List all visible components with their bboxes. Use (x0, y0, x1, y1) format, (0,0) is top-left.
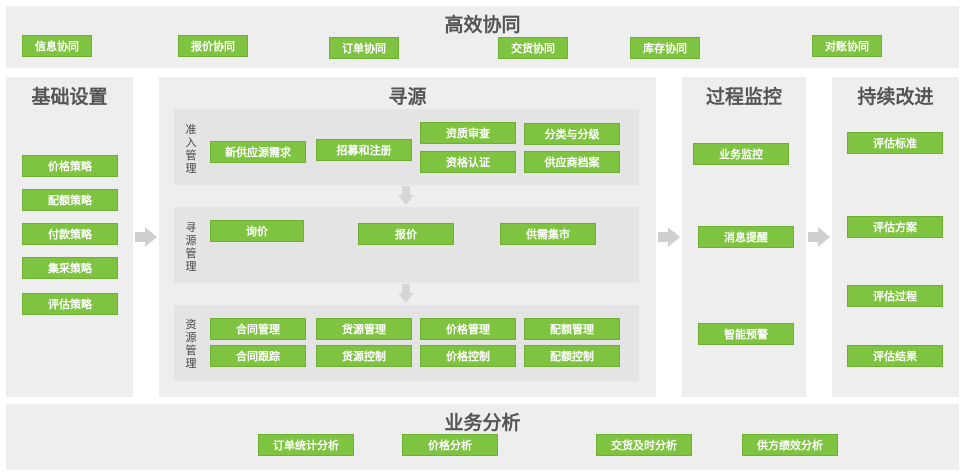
qualification-review-button[interactable]: 资质审查 (420, 122, 516, 144)
qualification-certification-button[interactable]: 资格认证 (420, 151, 516, 173)
inventory-collaboration-button[interactable]: 库存协同 (630, 37, 700, 59)
price-management-button[interactable]: 价格管理 (420, 318, 516, 340)
quota-strategy-button[interactable]: 配额策略 (22, 189, 118, 211)
evaluation-plan-button[interactable]: 评估方案 (847, 216, 943, 238)
supplier-performance-button[interactable]: 供方绩效分析 (742, 434, 838, 456)
contract-tracking-button[interactable]: 合同跟踪 (210, 345, 306, 367)
evaluation-standard-button[interactable]: 评估标准 (847, 132, 943, 154)
message-reminder-button[interactable]: 消息提醒 (698, 226, 794, 248)
flow-arrow-shaft (658, 232, 668, 242)
new-supply-demand-button[interactable]: 新供应源需求 (210, 141, 306, 163)
price-control-button[interactable]: 价格控制 (420, 345, 516, 367)
resource-management-section: 资源管理 合同管理 货源管理 价格管理 配额管理 合同跟踪 货源控制 价格控制 … (174, 305, 639, 381)
collaboration-panel: 高效协同 信息协同 报价协同 订单协同 交货协同 库存协同 对账协同 (6, 6, 959, 68)
contract-management-button[interactable]: 合同管理 (210, 318, 306, 340)
flow-arrow-down-icon (398, 293, 414, 303)
quota-management-button[interactable]: 配额管理 (524, 318, 620, 340)
continuous-improvement-panel: 持续改进 评估标准 评估方案 评估过程 评估结果 (832, 77, 959, 397)
business-monitor-button[interactable]: 业务监控 (693, 143, 789, 165)
flow-arrow-shaft (402, 284, 410, 293)
basic-settings-title: 基础设置 (31, 86, 108, 108)
classification-grading-button[interactable]: 分类与分级 (524, 123, 620, 145)
flow-arrow-shaft (402, 186, 410, 195)
evaluation-process-button[interactable]: 评估过程 (847, 285, 943, 307)
inquiry-button[interactable]: 询价 (210, 220, 304, 242)
process-monitor-title: 过程监控 (705, 86, 782, 108)
delivery-timeliness-button[interactable]: 交货及时分析 (596, 434, 692, 456)
collaboration-title: 高效协同 (444, 14, 521, 36)
sourcing-management-label: 寻源管理 (185, 221, 197, 273)
order-collaboration-button[interactable]: 订单协同 (329, 37, 399, 59)
flow-arrow-down-icon (398, 195, 414, 205)
business-analysis-panel: 业务分析 订单统计分析 价格分析 交货及时分析 供方绩效分析 (6, 404, 959, 470)
centralized-purchase-strategy-button[interactable]: 集采策略 (22, 257, 118, 279)
payment-strategy-button[interactable]: 付款策略 (22, 223, 118, 245)
admission-label: 准入管理 (185, 123, 197, 175)
source-management-button[interactable]: 货源管理 (316, 318, 412, 340)
quotation-button[interactable]: 报价 (358, 223, 454, 245)
quota-control-button[interactable]: 配额控制 (524, 345, 620, 367)
flow-arrow-shaft (135, 232, 145, 242)
reconciliation-collaboration-button[interactable]: 对账协同 (812, 35, 882, 57)
flow-arrow-right-icon (145, 227, 157, 247)
sourcing-title: 寻源 (388, 86, 427, 108)
price-strategy-button[interactable]: 价格策略 (22, 155, 118, 177)
quote-collaboration-button[interactable]: 报价协同 (178, 35, 248, 57)
business-analysis-title: 业务分析 (444, 412, 521, 434)
flow-arrow-right-icon (668, 227, 680, 247)
supply-demand-market-button[interactable]: 供需集市 (500, 223, 596, 245)
flow-arrow-right-icon (818, 227, 830, 247)
recruit-register-button[interactable]: 招募和注册 (316, 139, 412, 161)
source-control-button[interactable]: 货源控制 (316, 345, 412, 367)
resource-management-label: 资源管理 (185, 318, 197, 370)
order-statistics-button[interactable]: 订单统计分析 (258, 434, 354, 456)
basic-settings-panel: 基础设置 价格策略 配额策略 付款策略 集采策略 评估策略 (6, 77, 133, 397)
flow-arrow-shaft (808, 232, 818, 242)
delivery-collaboration-button[interactable]: 交货协同 (498, 37, 568, 59)
continuous-improvement-title: 持续改进 (857, 86, 934, 108)
evaluation-strategy-button[interactable]: 评估策略 (22, 293, 118, 315)
process-monitor-panel: 过程监控 业务监控 消息提醒 智能预警 (682, 77, 806, 397)
price-analysis-button[interactable]: 价格分析 (402, 434, 498, 456)
sourcing-panel: 寻源 准入管理 新供应源需求 招募和注册 资质审查 分类与分级 资格认证 供应商… (159, 77, 656, 397)
evaluation-result-button[interactable]: 评估结果 (847, 345, 943, 367)
info-collaboration-button[interactable]: 信息协同 (22, 35, 92, 57)
smart-warning-button[interactable]: 智能预警 (698, 323, 794, 345)
sourcing-management-section: 寻源管理 询价 报价 供需集市 (174, 207, 639, 283)
admission-section: 准入管理 新供应源需求 招募和注册 资质审查 分类与分级 资格认证 供应商档案 (174, 109, 639, 185)
supplier-archive-button[interactable]: 供应商档案 (524, 151, 620, 173)
